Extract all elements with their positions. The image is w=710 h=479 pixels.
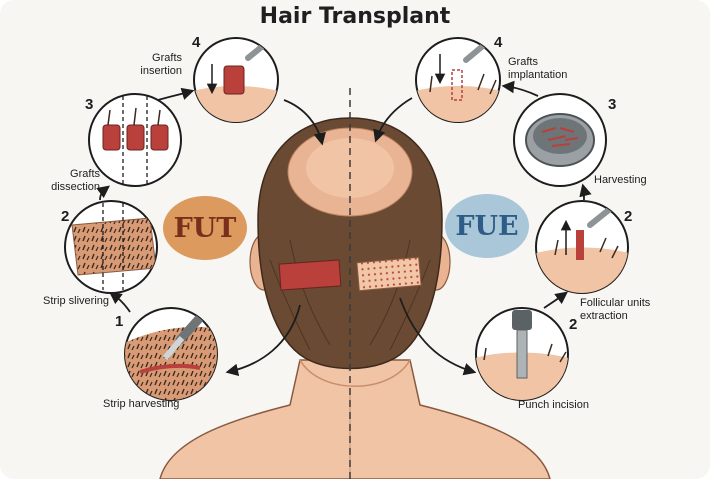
head-illustration — [159, 88, 551, 479]
fue-step-4-illustration — [415, 37, 501, 123]
fue-step-3-illustration — [513, 93, 607, 187]
flow-arrows — [96, 80, 592, 376]
fut-step-1-number: 1 — [115, 313, 124, 330]
fut-step-3-label: Grafts dissection — [51, 168, 100, 193]
fue-step-3-number: 3 — [608, 96, 617, 113]
fue-step-2-label: Follicular units extraction — [580, 297, 651, 322]
fue-step-3-label: Harvesting — [594, 174, 647, 186]
fue-step-1-label: Punch incision — [518, 399, 589, 411]
fue-step-1-illustration — [475, 307, 569, 401]
page-title: Hair Transplant — [259, 4, 451, 29]
fue-step-2-number: 2 — [624, 208, 633, 225]
fut-step-2-number: 2 — [61, 208, 70, 225]
fut-step-4-number: 4 — [192, 34, 201, 51]
fut-step-3-illustration — [88, 93, 182, 187]
fue-step-4-number: 4 — [494, 34, 503, 51]
fue-badge: FUE — [445, 194, 529, 258]
fut-step-3-number: 3 — [85, 96, 94, 113]
fue-step-1-number: 2 — [569, 316, 578, 333]
fue-step-2-illustration — [535, 200, 629, 294]
fut-step-1-label: Strip harvesting — [103, 398, 180, 410]
fut-step-4-label: Grafts insertion — [140, 52, 182, 77]
fut-step-1-illustration — [124, 307, 218, 401]
fue-step-4-label: Grafts implantation — [508, 56, 568, 81]
fut-step-4-illustration — [193, 37, 279, 123]
fut-step-2-illustration — [64, 200, 158, 294]
fut-step-2-label: Strip slivering — [43, 295, 110, 307]
fut-badge: FUT — [163, 196, 247, 260]
